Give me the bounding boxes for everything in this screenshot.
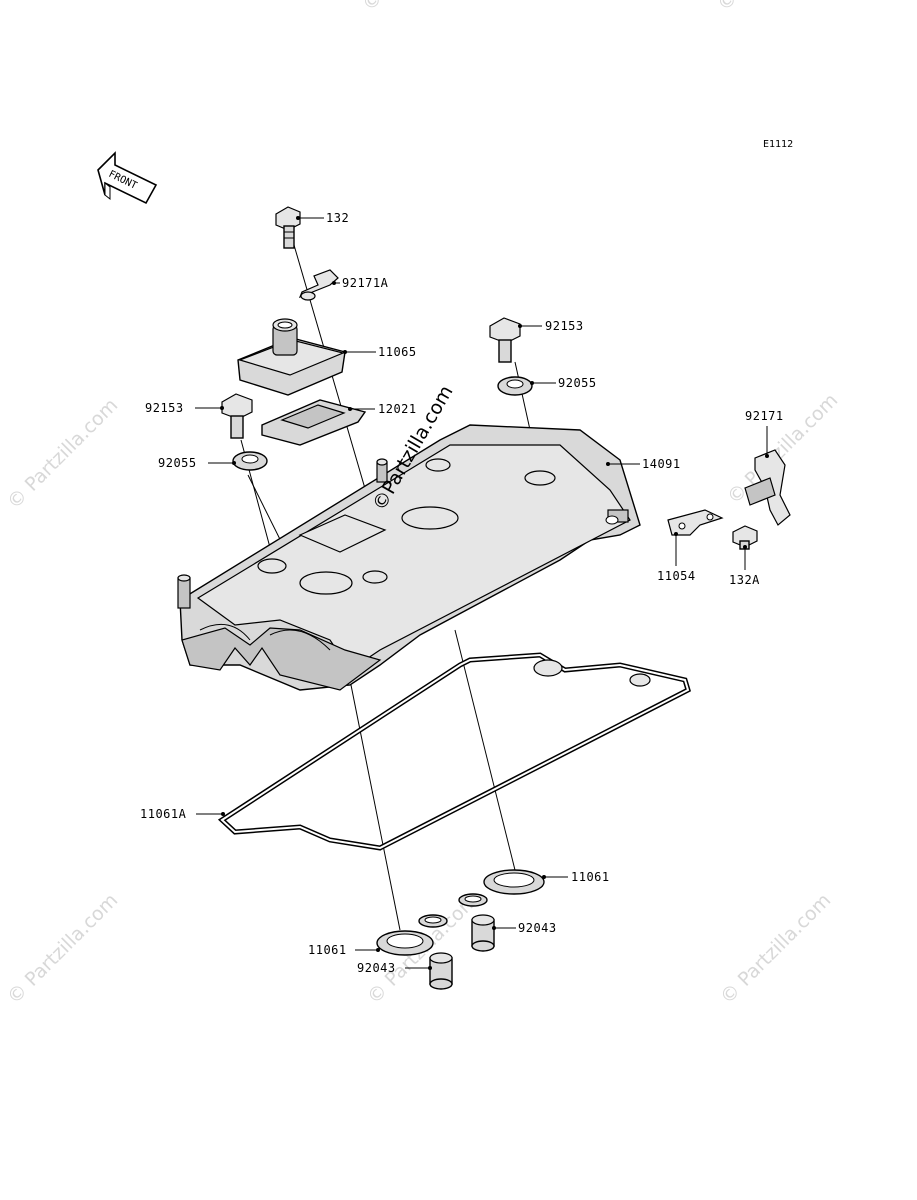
clamp-92171A bbox=[298, 269, 339, 301]
callout-92153-right: 92153 bbox=[518, 319, 584, 333]
collar-92043-left bbox=[429, 952, 453, 990]
callout-label: 11065 bbox=[378, 345, 417, 359]
callout-92171A: 92171A bbox=[332, 276, 389, 290]
callout-label: 92171A bbox=[342, 276, 389, 290]
grommet-92055-left bbox=[232, 451, 268, 471]
callout-label: 11054 bbox=[657, 569, 696, 583]
diagram-code: E1112 bbox=[763, 139, 793, 150]
watermark: © Partzilla.com bbox=[358, 0, 477, 16]
gasket-11061A bbox=[217, 652, 691, 851]
callout-label: 132A bbox=[729, 573, 760, 587]
callout-label: 12021 bbox=[378, 402, 417, 416]
callout-92055-left: 92055 bbox=[158, 456, 236, 470]
plate-12021 bbox=[261, 399, 367, 446]
callout-92153-left: 92153 bbox=[145, 401, 224, 415]
seal-11061-left bbox=[376, 914, 448, 956]
watermark: © Partzilla.com bbox=[716, 889, 835, 1008]
callout-11065: 11065 bbox=[343, 345, 417, 359]
callout-label: 92153 bbox=[145, 401, 184, 415]
callout-92043-left: 92043 bbox=[357, 961, 432, 975]
bolt-92153-right bbox=[489, 317, 521, 363]
bolt-132 bbox=[275, 206, 301, 249]
callout-11061-left: 11061 bbox=[308, 943, 380, 957]
breather-cover-11065 bbox=[237, 318, 346, 396]
callout-label: 92055 bbox=[158, 456, 197, 470]
callout-label: 132 bbox=[326, 211, 349, 225]
watermark: © Partzilla.com bbox=[3, 394, 122, 513]
grommet-92055-right bbox=[497, 376, 533, 396]
callout-92055-right: 92055 bbox=[530, 376, 597, 390]
bracket-11054 bbox=[667, 509, 724, 536]
bolt-92153-left bbox=[221, 393, 253, 439]
clamp-92171 bbox=[744, 449, 791, 526]
callout-label: 11061 bbox=[308, 943, 347, 957]
callout-92043-right: 92043 bbox=[492, 921, 557, 935]
callout-label: 11061 bbox=[571, 870, 610, 884]
callout-label: 92043 bbox=[518, 921, 557, 935]
callout-14091: 14091 bbox=[606, 457, 681, 471]
watermark: © Partzilla.com bbox=[723, 389, 842, 508]
callout-label: 92055 bbox=[558, 376, 597, 390]
callout-label: 92171 bbox=[745, 409, 784, 423]
watermark: © Partzilla.com bbox=[713, 0, 832, 16]
seal-11061-right bbox=[458, 869, 545, 907]
callout-132A: 132A bbox=[729, 545, 760, 587]
front-arrow-icon: FRONT bbox=[97, 151, 158, 205]
callout-132: 132 bbox=[296, 211, 349, 225]
callout-label: 92043 bbox=[357, 961, 396, 975]
callout-label: 14091 bbox=[642, 457, 681, 471]
callout-label: 11061A bbox=[140, 807, 187, 821]
bolt-132A bbox=[732, 525, 758, 550]
callout-label: 92153 bbox=[545, 319, 584, 333]
collar-92043-right bbox=[471, 914, 495, 952]
callout-11061A: 11061A bbox=[140, 807, 225, 821]
callout-12021: 12021 bbox=[348, 402, 417, 416]
callout-11061-right: 11061 bbox=[542, 870, 610, 884]
callout-92171: 92171 bbox=[745, 409, 784, 458]
watermark: © Partzilla.com bbox=[3, 889, 122, 1008]
callout-11054: 11054 bbox=[657, 532, 696, 583]
head-cover-14091 bbox=[177, 424, 641, 691]
callouts: 132 92171A 11065 92153 92055 92153 12021 bbox=[140, 211, 784, 975]
